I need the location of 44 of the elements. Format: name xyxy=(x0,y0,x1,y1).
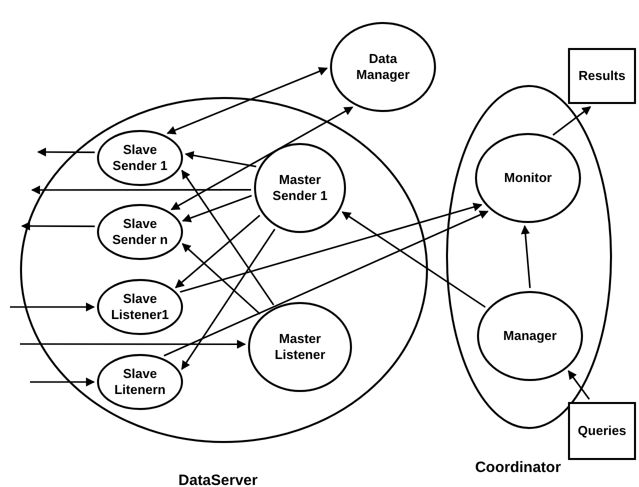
ellipse-node xyxy=(254,143,346,233)
arrow xyxy=(10,302,95,312)
arrow xyxy=(37,148,95,157)
group-title: DataServer xyxy=(177,472,259,487)
node-label: Slave Listener1 xyxy=(110,290,170,324)
arrow xyxy=(181,228,276,370)
arrow xyxy=(182,243,261,315)
ellipse-node xyxy=(97,130,183,186)
ellipse-node xyxy=(97,204,183,260)
arrow xyxy=(568,370,590,400)
arrow xyxy=(182,194,252,222)
arrow xyxy=(552,106,592,136)
ellipse-node xyxy=(477,291,583,381)
node-label: Data Manager xyxy=(355,50,411,84)
node-label: Results xyxy=(578,68,626,84)
ellipse-node xyxy=(248,302,352,392)
arrow xyxy=(342,211,486,308)
arrow xyxy=(180,202,482,293)
node-label: Slave Litenern xyxy=(113,366,167,398)
arrow xyxy=(31,186,252,194)
node-label: Master Sender 1 xyxy=(272,172,328,204)
arrow xyxy=(166,67,328,134)
arrow xyxy=(164,210,489,356)
arrow xyxy=(170,106,354,210)
node-label: Manager xyxy=(502,328,558,344)
arrow xyxy=(30,378,95,386)
node-label: Monitor xyxy=(503,170,553,186)
arrow xyxy=(21,222,95,231)
node-label: Slave Sender n xyxy=(111,216,169,248)
arrow xyxy=(520,225,531,288)
ellipse-node xyxy=(97,354,183,410)
arrow xyxy=(181,170,274,306)
arrow xyxy=(184,151,256,168)
arrow xyxy=(174,214,260,288)
ellipse-node xyxy=(97,279,183,335)
node-label: Slave Sender 1 xyxy=(112,142,168,174)
process-box xyxy=(568,48,636,104)
node-label: Master Listener xyxy=(274,330,326,364)
ellipse-node xyxy=(330,22,436,112)
arrow xyxy=(20,340,246,349)
ellipse-node xyxy=(475,133,581,223)
process-box xyxy=(568,402,636,460)
node-label: Queries xyxy=(576,422,628,440)
group-title: Coordinator xyxy=(474,459,562,476)
